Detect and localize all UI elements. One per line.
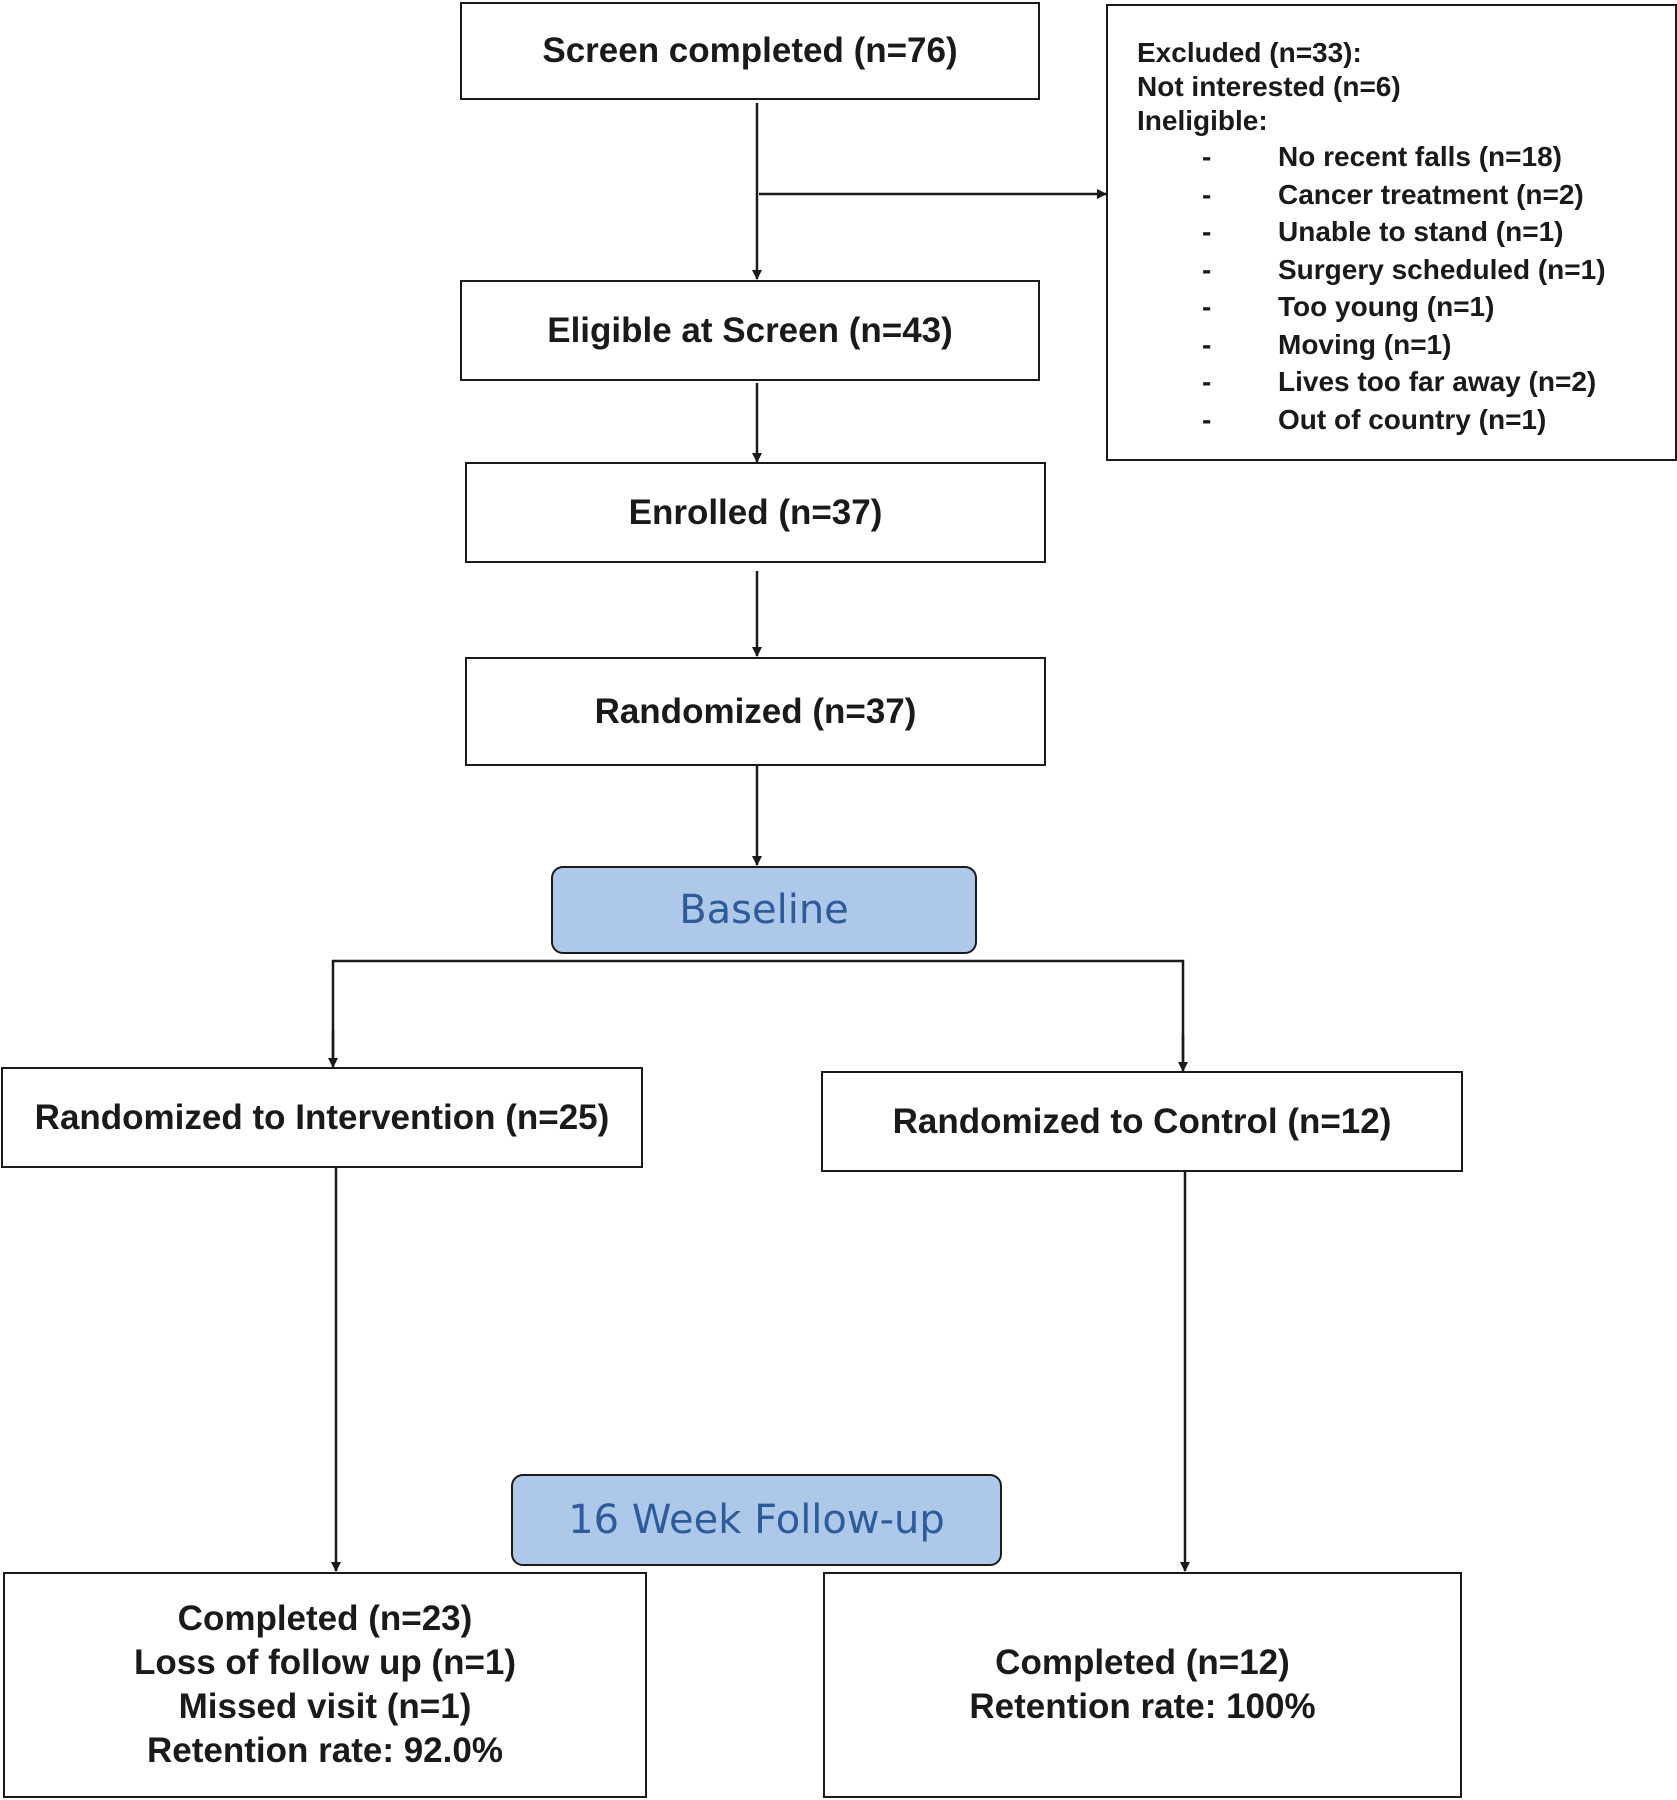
followup-label: 16 Week Follow-up	[568, 1497, 945, 1543]
baseline-label: Baseline	[679, 887, 849, 933]
outcome-line: Completed (n=12)	[995, 1643, 1290, 1682]
outcome-line: Missed visit (n=1)	[178, 1687, 472, 1726]
ineligible-item: -Lives too far away (n=2)	[1202, 366, 1597, 397]
outcome-line: Completed (n=23)	[177, 1599, 473, 1638]
outcome-line: Retention rate: 100%	[969, 1687, 1316, 1726]
screen-completed-box: Screen completed (n=76)	[460, 2, 1040, 100]
excluded-box: Excluded (n=33): Not interested (n=6) In…	[1106, 4, 1677, 461]
ineligible-label: Ineligible:	[1137, 105, 1268, 136]
enrolled-box: Enrolled (n=37)	[465, 462, 1046, 563]
ineligible-item: -Cancer treatment (n=2)	[1202, 178, 1584, 210]
ineligible-item: -Surgery scheduled (n=1)	[1202, 253, 1606, 285]
screen-completed-label: Screen completed (n=76)	[542, 31, 958, 70]
control-box: Randomized to Control (n=12)	[821, 1071, 1463, 1172]
control-label: Randomized to Control (n=12)	[892, 1101, 1392, 1141]
intervention-outcome-box: Completed (n=23) Loss of follow up (n=1)…	[3, 1572, 647, 1798]
enrolled-label: Enrolled (n=37)	[628, 492, 883, 532]
followup-stage: 16 Week Follow-up	[511, 1474, 1002, 1566]
baseline-stage: Baseline	[551, 866, 977, 954]
randomized-box: Randomized (n=37)	[465, 657, 1046, 766]
intervention-box: Randomized to Intervention (n=25)	[1, 1067, 643, 1168]
not-interested-line: Not interested (n=6)	[1137, 71, 1401, 102]
ineligible-item: -Out of country (n=1)	[1202, 403, 1547, 435]
outcome-line: Loss of follow up (n=1)	[133, 1643, 517, 1682]
randomized-label: Randomized (n=37)	[594, 691, 917, 731]
excluded-title: Excluded (n=33):	[1137, 37, 1362, 68]
control-outcome-box: Completed (n=12) Retention rate: 100%	[823, 1572, 1462, 1798]
ineligible-item: -Moving (n=1)	[1202, 328, 1452, 360]
eligible-label: Eligible at Screen (n=43)	[547, 310, 953, 350]
ineligible-item: -Too young (n=1)	[1202, 291, 1495, 322]
split-connector	[331, 959, 1185, 1070]
eligible-box: Eligible at Screen (n=43)	[460, 280, 1040, 381]
outcome-line: Retention rate: 92.0%	[147, 1731, 503, 1770]
ineligible-item: -Unable to stand (n=1)	[1202, 216, 1564, 247]
ineligible-item: -No recent falls (n=18)	[1202, 141, 1562, 172]
intervention-label: Randomized to Intervention (n=25)	[34, 1097, 610, 1137]
